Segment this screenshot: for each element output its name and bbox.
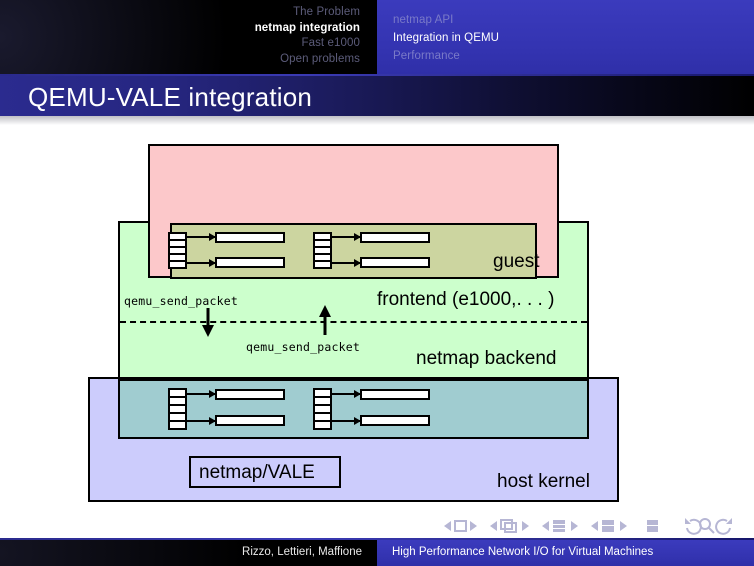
host-ring-rx (313, 388, 433, 430)
nav-section-netmap-integration[interactable]: netmap integration (254, 21, 360, 34)
footer-author-panel (0, 540, 377, 566)
qemu-send-packet-bottom-label: qemu_send_packet (246, 340, 360, 354)
header-subsection-panel (377, 0, 754, 74)
forward-icon (715, 518, 732, 535)
slide-title-bar: QEMU-VALE integration (0, 76, 754, 116)
footer-divider (0, 538, 754, 540)
search-icon (699, 518, 715, 534)
nav-subsection-netmap-api[interactable]: netmap API (393, 14, 454, 26)
host-ring-tx (168, 388, 288, 430)
section-nav-list: The Problem netmap integration Fast e100… (0, 5, 360, 67)
footer-bar: Rizzo, Lettieri, Maffione High Performan… (0, 540, 754, 566)
nav-subsection-integration-in-qemu[interactable]: Integration in QEMU (393, 32, 500, 44)
frontend-ring-tx (168, 232, 288, 272)
prev-section-icon (591, 521, 598, 531)
header-navigation-bar: The Problem netmap integration Fast e100… (0, 0, 754, 74)
next-frame-icon (522, 521, 529, 531)
host-ring-band (118, 379, 589, 439)
architecture-diagram: netmap/VALE guest frontend (e1000,. . . … (0, 125, 754, 510)
current-subsection-icon (553, 520, 565, 532)
doc-icon (647, 520, 658, 532)
nav-section-fast-e1000[interactable]: Fast e1000 (301, 37, 360, 49)
prev-slide-icon (444, 521, 451, 531)
footer-authors: Rizzo, Lettieri, Maffione (242, 546, 362, 558)
page-title: QEMU-VALE integration (28, 82, 313, 112)
next-subsection-icon (571, 521, 578, 531)
next-section-icon (620, 521, 627, 531)
netmap-vale-label: netmap/VALE (199, 462, 315, 483)
header-section-panel (0, 0, 377, 74)
nav-section-the-problem[interactable]: The Problem (293, 6, 360, 18)
header-divider (0, 74, 754, 76)
footer-talk-title: High Performance Network I/O for Virtual… (392, 546, 654, 558)
prev-frame-icon (490, 521, 497, 531)
subsection-nav-list: netmap API Integration in QEMU Performan… (393, 11, 733, 65)
frontend-label: frontend (e1000,. . . ) (377, 289, 555, 310)
guest-label: guest (493, 251, 540, 272)
beamer-navigation-symbols (0, 515, 754, 537)
current-slide-icon (454, 520, 467, 532)
host-kernel-label: host kernel (497, 471, 590, 492)
frontend-ring-rx (313, 232, 433, 272)
next-slide-icon (470, 521, 477, 531)
nav-subsection-performance[interactable]: Performance (393, 50, 460, 62)
current-frame-icon (500, 519, 517, 533)
current-section-icon (602, 520, 614, 532)
nav-section-open-problems[interactable]: Open problems (280, 52, 360, 65)
netmap-vale-box (189, 456, 341, 488)
prev-subsection-icon (542, 521, 549, 531)
title-shadow (0, 116, 754, 125)
frontend-backend-divider (120, 321, 587, 323)
footer-title-panel (377, 540, 754, 566)
back-icon (685, 518, 702, 535)
qemu-send-packet-top-label: qemu_send_packet (124, 294, 238, 308)
netmap-backend-label: netmap backend (416, 348, 557, 369)
